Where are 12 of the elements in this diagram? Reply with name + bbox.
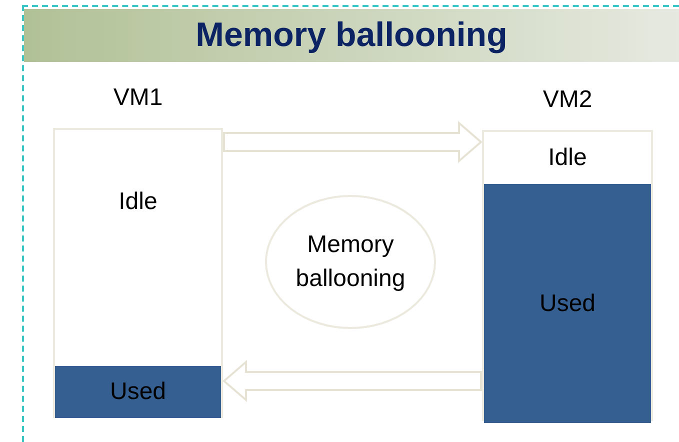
segment-label: Used (110, 378, 166, 406)
column-heading: VM2 (542, 86, 594, 114)
title: Memory ballooning (196, 16, 508, 55)
block-arrow (223, 120, 483, 164)
segment-label: Idle (548, 144, 587, 172)
column-heading: VM1 (112, 84, 164, 112)
ellipse-label: Memory ballooning (294, 230, 406, 294)
segment-label: Used (539, 290, 596, 318)
used-segment (55, 366, 221, 418)
used-segment (484, 184, 651, 423)
block-arrow (222, 360, 482, 402)
segment-label: Idle (118, 188, 158, 216)
